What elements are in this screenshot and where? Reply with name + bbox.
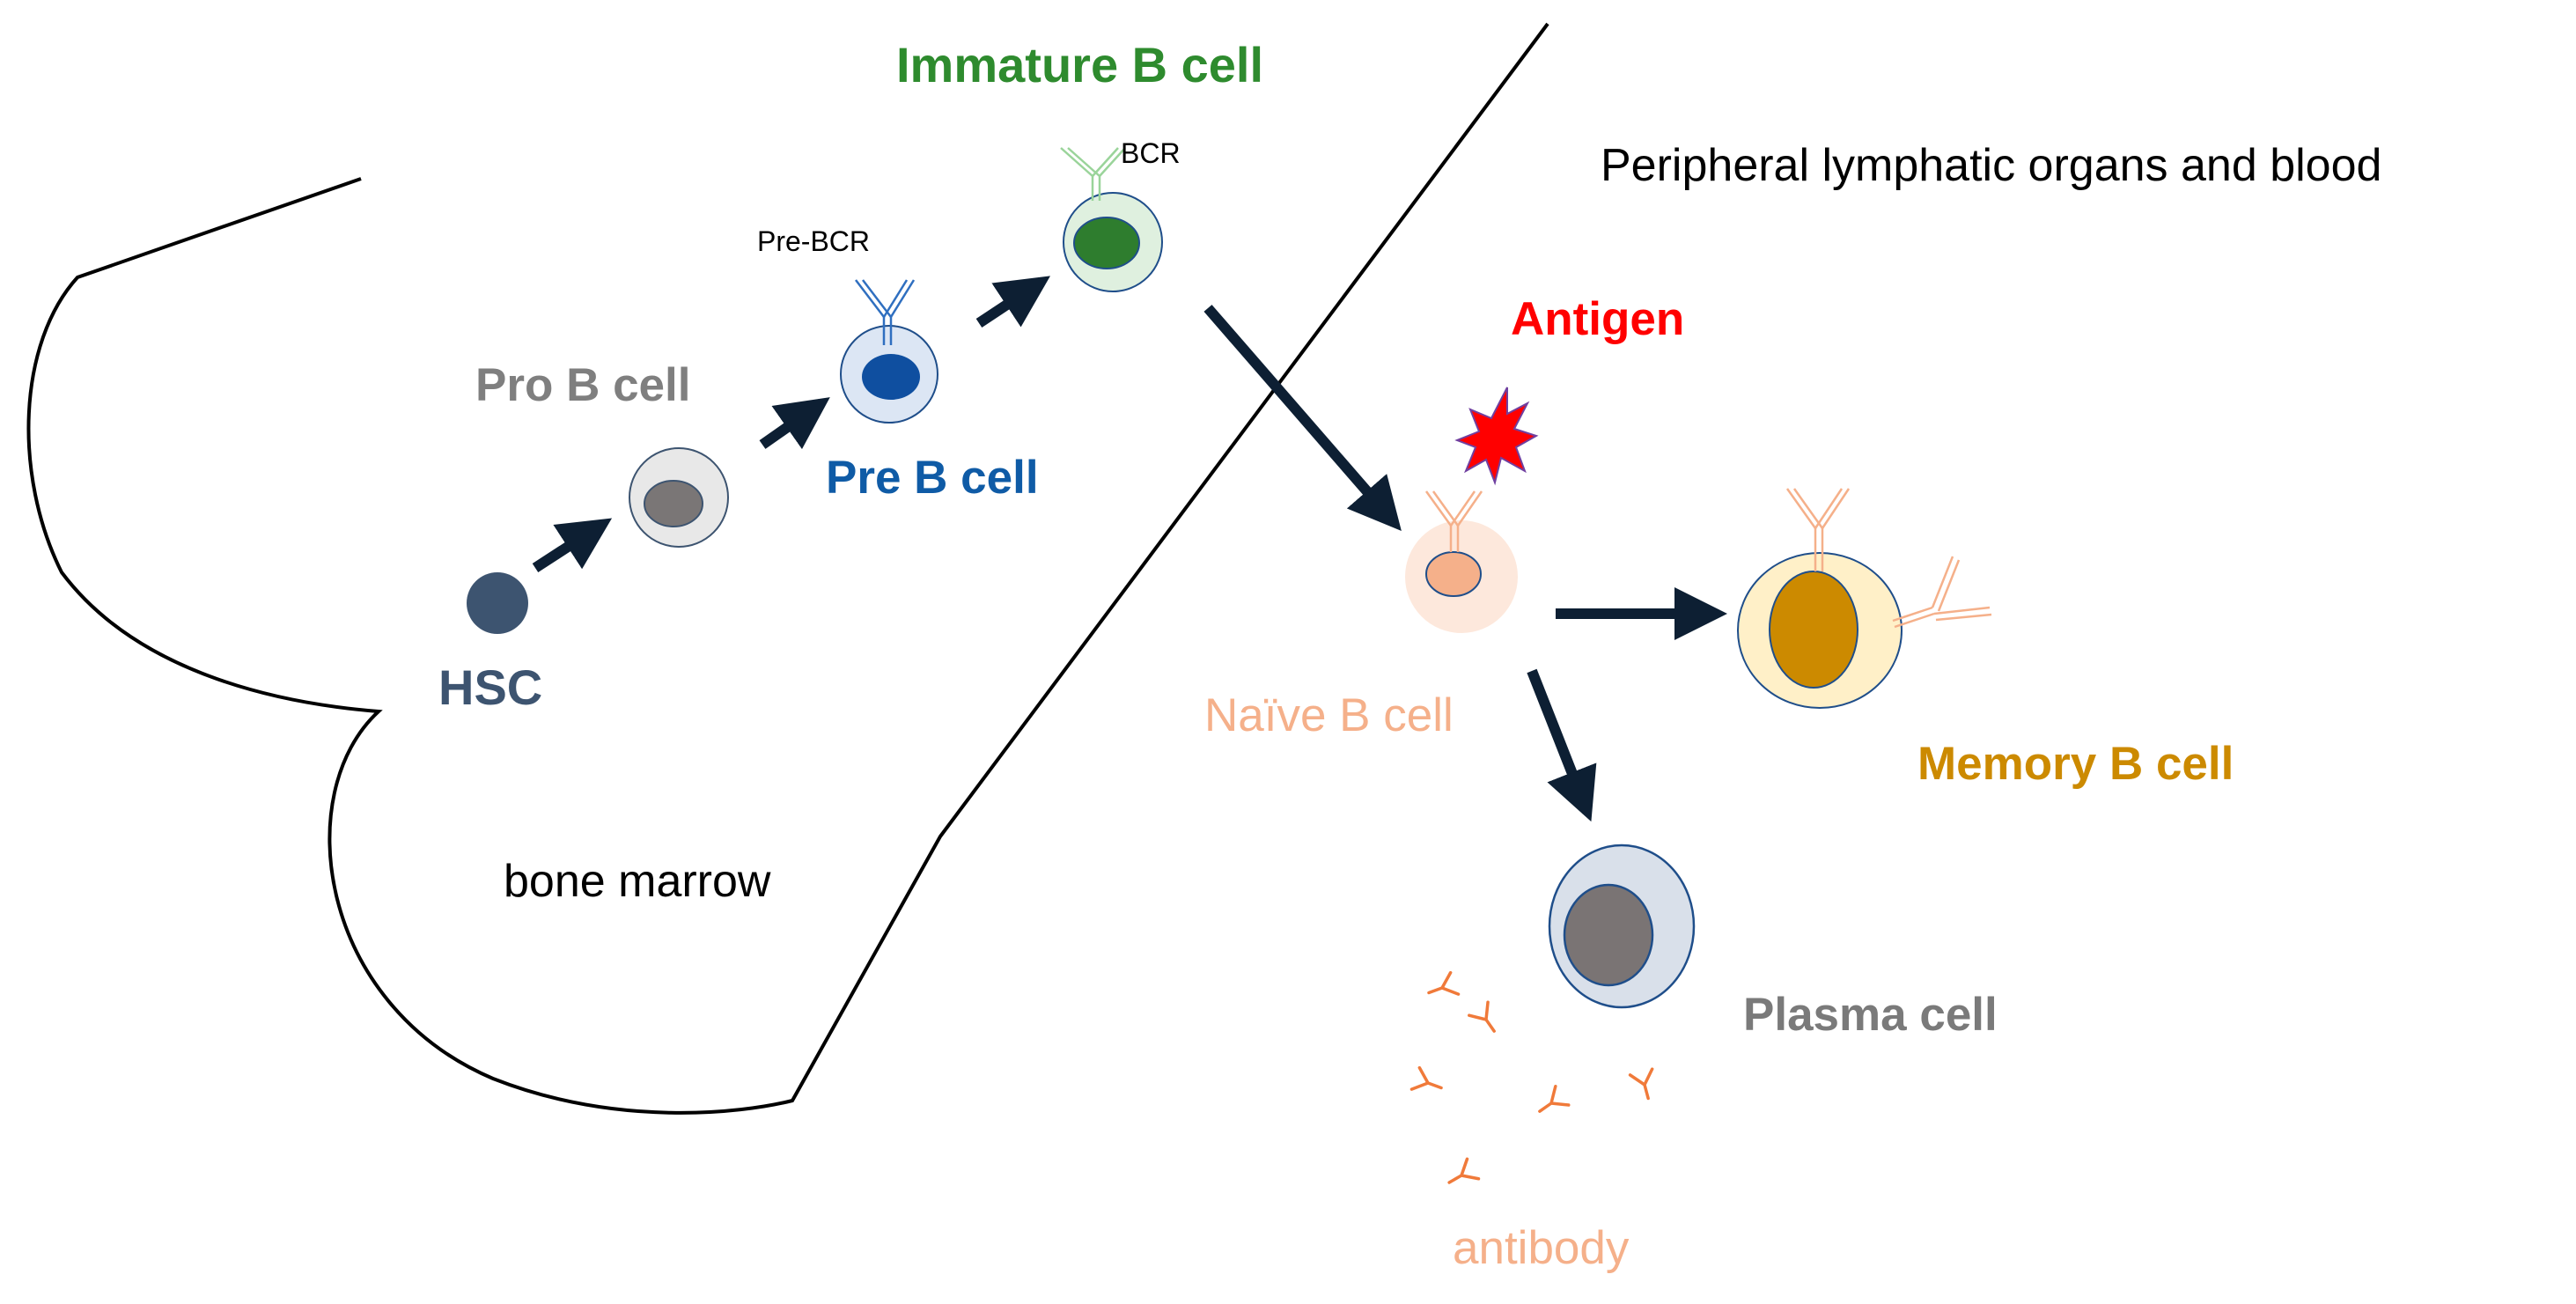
arrow-immature-to-naive bbox=[1203, 305, 1402, 532]
pre-b-cell-label: Pre B cell bbox=[826, 452, 1039, 504]
bone-marrow-label: bone marrow bbox=[504, 856, 771, 907]
arrow-pre-to-immature bbox=[975, 276, 1051, 328]
peripheral-label: Peripheral lymphatic organs and blood bbox=[1601, 140, 2381, 191]
antibody-icon bbox=[1531, 1084, 1571, 1123]
immature-b-cell bbox=[1060, 147, 1163, 292]
antibody-icon bbox=[1628, 1067, 1661, 1103]
bone-marrow-outline bbox=[26, 22, 1549, 1115]
arrow-naive-to-plasma bbox=[1527, 668, 1597, 822]
antibody-icon bbox=[1467, 1000, 1505, 1040]
bcr-receptor bbox=[1060, 147, 1126, 201]
hsc-label: HSC bbox=[438, 659, 542, 715]
memory-b-cell bbox=[1737, 488, 1992, 709]
progression-arrows bbox=[532, 276, 1727, 822]
antibody-icon bbox=[1441, 1157, 1481, 1195]
hsc-cell bbox=[467, 572, 528, 634]
plasma-cell bbox=[1548, 844, 1696, 1009]
naive-b-cell bbox=[1405, 490, 1518, 633]
antibody-icon bbox=[1423, 970, 1461, 1006]
arrow-pro-to-pre bbox=[759, 397, 830, 450]
pre-b-cell bbox=[840, 279, 938, 424]
bcr-label: BCR bbox=[1121, 137, 1181, 169]
arrow-hsc-to-pro bbox=[532, 518, 613, 573]
pre-bcr-label: Pre-BCR bbox=[757, 225, 870, 257]
naive-b-cell-label: Naïve B cell bbox=[1204, 689, 1454, 741]
antibody-label: antibody bbox=[1453, 1222, 1630, 1274]
pre-bcr-receptor bbox=[855, 279, 916, 345]
pro-b-cell bbox=[629, 447, 729, 548]
pro-b-cell-label: Pro B cell bbox=[475, 359, 690, 411]
naive-bcr bbox=[1424, 490, 1483, 552]
antigen-star bbox=[1454, 387, 1539, 486]
plasma-cell-label: Plasma cell bbox=[1743, 989, 1998, 1041]
antigen-label: Antigen bbox=[1511, 293, 1684, 345]
memory-b-cell-label: Memory B cell bbox=[1917, 738, 2234, 790]
immature-b-cell-label: Immature B cell bbox=[896, 37, 1263, 92]
memory-bcr bbox=[1785, 488, 1992, 629]
antibody-icon bbox=[1409, 1065, 1447, 1101]
